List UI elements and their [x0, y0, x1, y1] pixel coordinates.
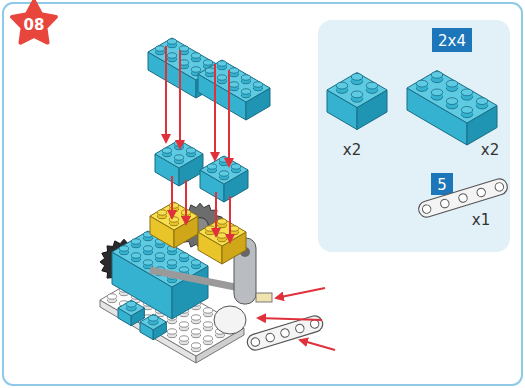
step-number: 08 [24, 18, 45, 33]
assembly-arrow [229, 196, 231, 242]
yellow-brick [198, 218, 246, 264]
size-code: 2x4 [438, 34, 466, 49]
assembly-arrow [171, 176, 173, 218]
brick-2x2 [327, 73, 387, 130]
pin [256, 293, 272, 302]
assembly-arrow [228, 70, 230, 166]
connector-bush [214, 306, 246, 334]
brick-2x4 [407, 71, 497, 146]
assembly-arrow [300, 340, 335, 350]
beam-5 [245, 314, 324, 352]
assembly-arrow [165, 46, 167, 142]
yellow-brick [150, 202, 198, 248]
beam-5 [417, 177, 510, 219]
quantity: x2 [481, 143, 499, 158]
quantity: x1 [472, 213, 490, 228]
assembly-arrow [258, 318, 322, 320]
brick-2x2 [200, 156, 248, 202]
round-brick [140, 314, 166, 339]
assembly-arrow [276, 288, 325, 298]
assembly-arrow [214, 64, 216, 160]
size-badge [431, 173, 453, 195]
assembly-arrow [215, 192, 217, 236]
size-badge [432, 28, 472, 52]
assembly-arrow [179, 50, 181, 148]
step-star [12, 1, 56, 43]
brick-2x4 [198, 60, 270, 120]
size-code: 5 [437, 178, 447, 193]
assembly-arrow [185, 180, 187, 224]
page-frame [3, 3, 522, 385]
quantity: x2 [343, 143, 361, 158]
parts-panel [318, 20, 510, 252]
